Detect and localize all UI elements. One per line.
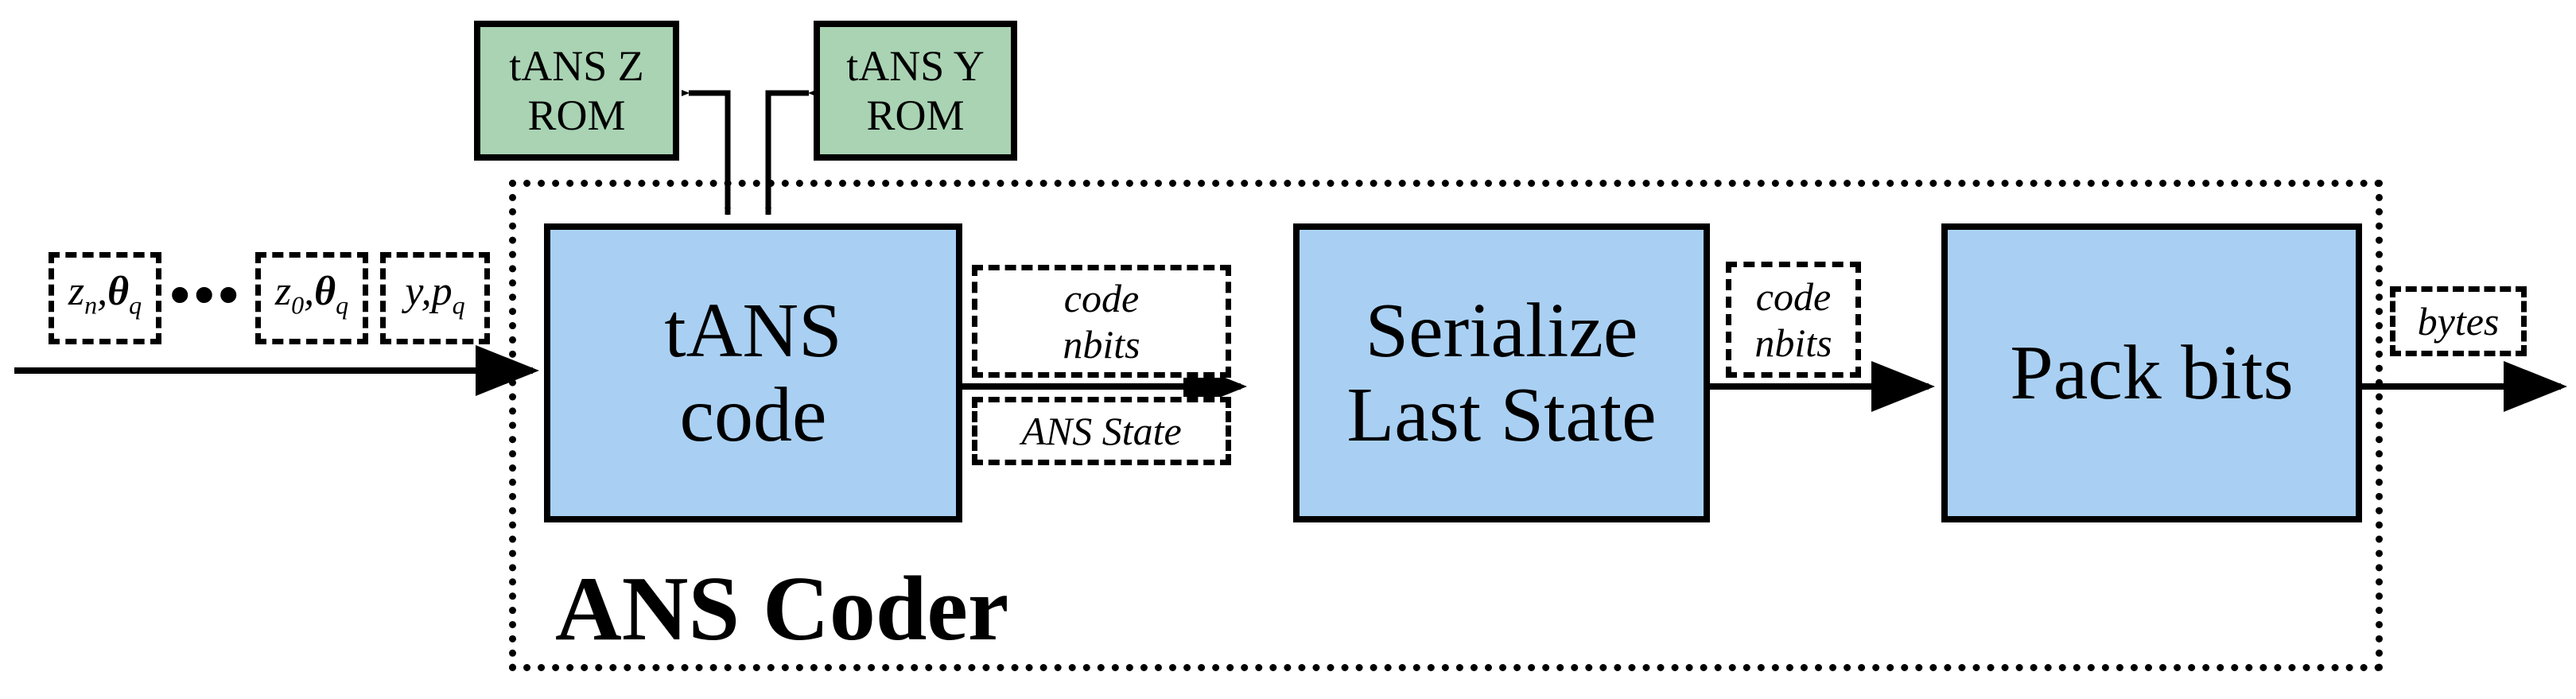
tans-z-rom-label: tANS Z	[509, 42, 644, 90]
tans-code-label: tANS	[664, 288, 842, 374]
serialize-block: Serialize Last State	[1293, 223, 1710, 522]
input-z0-theta: z0,θq	[255, 252, 368, 344]
tans-y-rom-label: tANS Y	[846, 42, 985, 90]
pack-bits-label: Pack bits	[2010, 330, 2294, 416]
tans-y-rom: tANS Y ROM	[814, 21, 1017, 161]
serialize-label: Serialize	[1365, 288, 1638, 374]
ans-coder-title: ANS Coder	[555, 558, 1009, 660]
ans-state-label: ANS State	[972, 397, 1231, 465]
input-zn-theta: zn,θq	[49, 252, 161, 344]
ans-coder-frame	[509, 180, 2383, 671]
tans-code-sublabel: code	[679, 372, 827, 458]
bytes-label: bytes	[2390, 286, 2527, 356]
rom-y-link	[765, 90, 816, 216]
input-ellipsis: •••	[170, 263, 243, 325]
rom-z-link	[682, 90, 731, 216]
code-nbits-label-1: code nbits	[972, 265, 1231, 378]
tans-z-rom-sublabel: ROM	[527, 91, 626, 139]
tans-code-block: tANS code	[544, 223, 962, 522]
tans-z-rom: tANS Z ROM	[474, 21, 679, 161]
serialize-sublabel: Last State	[1346, 372, 1657, 458]
pack-bits-block: Pack bits	[1941, 223, 2362, 522]
tans-y-rom-sublabel: ROM	[866, 91, 965, 139]
input-y-p: y,pq	[380, 252, 490, 344]
code-nbits-label-2: code nbits	[1726, 262, 1861, 378]
